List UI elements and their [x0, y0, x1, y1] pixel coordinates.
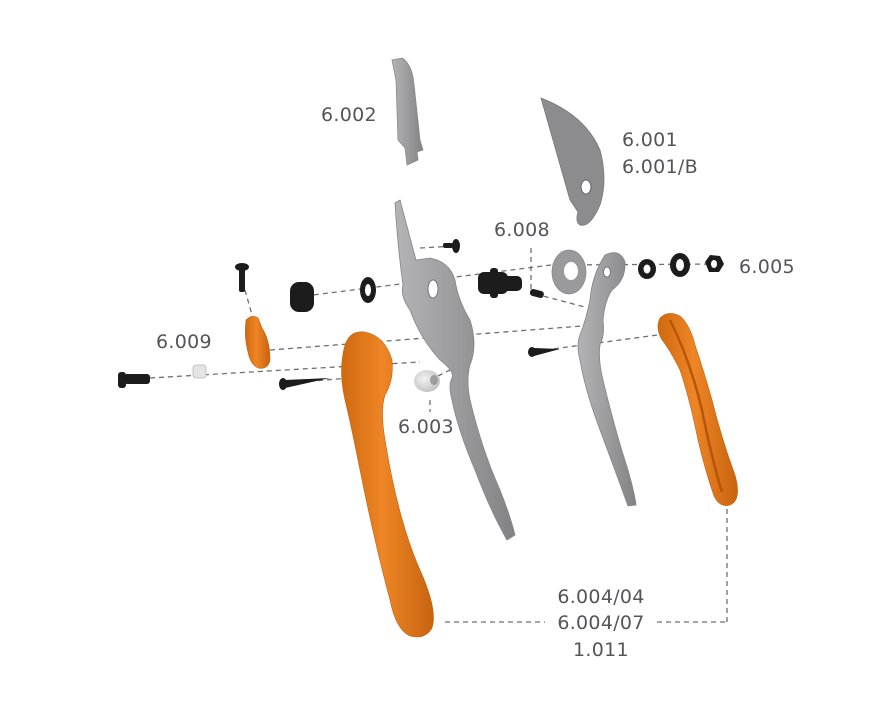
- label-latch: 6.009: [156, 331, 212, 353]
- cutting-blade-part: [540, 97, 605, 226]
- bumper-part: [290, 282, 314, 312]
- label-cutting-blade: 6.001: [622, 129, 678, 151]
- bushing-parts: [192, 364, 440, 392]
- anvil-blade-part: [391, 57, 424, 166]
- hardware-parts: [118, 239, 724, 390]
- label-pivot-pin: 6.008: [494, 219, 550, 241]
- latch-part: [245, 316, 271, 369]
- right-screw-part: [528, 347, 560, 357]
- pin-part: [529, 288, 544, 299]
- pivot-bolt-part: [478, 268, 522, 298]
- label-anvil-blade: 6.002: [321, 104, 377, 126]
- lower-blade-handle-part: [394, 199, 516, 541]
- small-bushing-part: [192, 364, 207, 379]
- label-spring-bushing: 6.003: [398, 416, 454, 438]
- label-nut-washers: 6.005: [739, 256, 795, 278]
- washer-part: [551, 249, 587, 295]
- label-handle-07: 6.004/07: [557, 612, 645, 634]
- label-handle-04: 6.004/04: [557, 586, 645, 608]
- right-handle-grip-part: [657, 313, 738, 506]
- latch-screw-part: [235, 263, 249, 292]
- left-handle-grip-part: [341, 331, 434, 638]
- upper-handle-part: [577, 252, 637, 507]
- label-grip-set: 1.011: [573, 639, 629, 661]
- top-screw-part: [443, 239, 460, 253]
- long-screw-part: [279, 378, 330, 390]
- label-cutting-blade-b: 6.001/B: [622, 156, 698, 178]
- nut-washers-part: [638, 253, 724, 279]
- rivet-part: [118, 372, 150, 388]
